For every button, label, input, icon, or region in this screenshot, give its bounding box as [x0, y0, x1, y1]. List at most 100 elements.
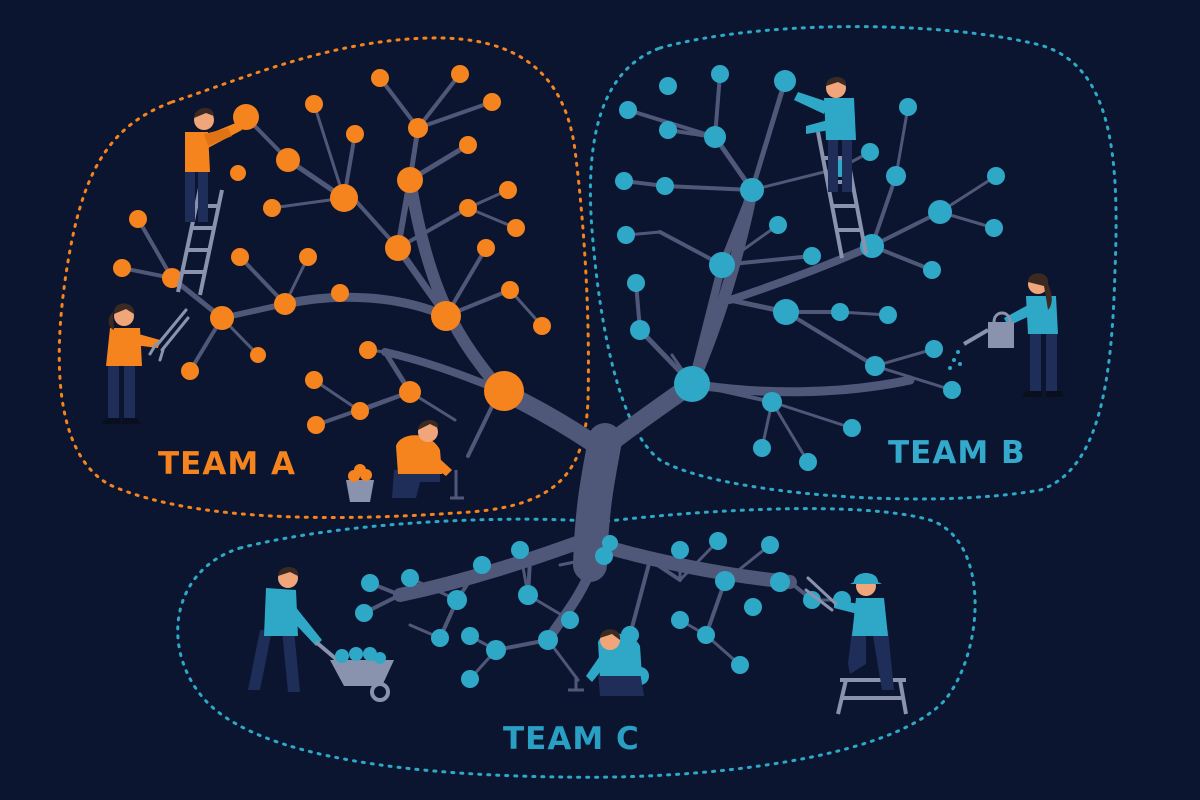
tree-twig	[628, 558, 652, 637]
tree-node-team-c	[744, 598, 762, 616]
tree-node-team-a	[263, 199, 281, 217]
tree-node-team-a	[231, 248, 249, 266]
tree-node-team-a	[331, 284, 349, 302]
tree-node-team-a	[129, 210, 147, 228]
tree-node-team-b	[925, 340, 943, 358]
tree-node-team-c	[715, 571, 735, 591]
tree-node-team-c	[486, 640, 506, 660]
tree-node-team-b	[704, 126, 726, 148]
tree-node-team-c	[401, 569, 419, 587]
team-a-zone-outline	[57, 36, 590, 519]
tree-node-team-b	[803, 247, 821, 265]
team-b-zone-outline	[588, 25, 1118, 501]
tree-node-team-a	[233, 104, 259, 130]
tree-twig	[873, 347, 936, 368]
tree-twig	[749, 78, 788, 193]
tree-node-team-a	[397, 167, 423, 193]
tree-node-team-a	[276, 148, 300, 172]
tree-node-team-a	[507, 219, 525, 237]
tree-twig	[678, 539, 720, 582]
limb-team-a-low	[381, 348, 504, 394]
tree-node-team-b	[943, 381, 961, 399]
tree-node-team-a	[299, 248, 317, 266]
tree-node-team-b	[899, 98, 917, 116]
tree-node-team-b	[656, 177, 674, 195]
tree-node-team-c	[602, 535, 618, 551]
person-with-wheelbarrow-team-c	[248, 567, 394, 702]
sapling-icon	[568, 676, 584, 692]
bucket-icon	[346, 464, 374, 502]
kneeling-person-team-a	[346, 419, 464, 502]
tree-twig	[312, 378, 362, 413]
tree-node-team-b	[630, 320, 650, 340]
tree-node-team-c	[538, 630, 558, 650]
tree-twig	[770, 400, 810, 464]
tree-node-team-a	[459, 136, 477, 154]
tree-node-team-c	[595, 547, 613, 565]
tree-node-team-a	[305, 95, 323, 113]
tree-node-team-c	[447, 590, 467, 610]
tree-node-team-a	[533, 317, 551, 335]
limb-team-b-mid	[726, 242, 876, 304]
tree-node-team-a	[499, 181, 517, 199]
tree-node-team-c	[561, 611, 579, 629]
tree-twig	[873, 364, 954, 392]
tree-node-team-a	[484, 371, 524, 411]
person-on-ladder-team-a	[176, 107, 242, 296]
tree-node-team-b	[773, 299, 799, 325]
tree-node-team-b	[923, 261, 941, 279]
tree-node-team-b	[879, 306, 897, 324]
tree-node-team-c	[709, 532, 727, 550]
tree-node-team-b	[617, 226, 635, 244]
tree-node-team-a	[181, 362, 199, 380]
step-stool-icon	[836, 678, 908, 715]
limb-team-b-right	[687, 375, 915, 397]
tree-twig	[870, 174, 898, 248]
tree-twig	[378, 76, 420, 130]
pruning-shears-icon	[804, 576, 838, 612]
tree-twig	[720, 254, 814, 267]
tree-node-team-b	[831, 303, 849, 321]
tree-node-team-c	[731, 656, 749, 674]
person-on-stool-team-c	[804, 573, 908, 715]
tree-twig	[416, 72, 462, 130]
team-b-label: TEAM B	[888, 435, 1026, 471]
tree-node-team-a	[501, 281, 519, 299]
person-watering-team-b	[948, 273, 1064, 397]
tree-node-team-a	[431, 301, 461, 331]
tree-node-team-b	[985, 219, 1003, 237]
tree-node-team-a	[113, 259, 131, 277]
tree-twig	[648, 558, 682, 582]
watering-can-icon	[948, 311, 1014, 370]
tree-twig	[396, 206, 470, 250]
tree-node-team-b	[615, 172, 633, 190]
tree-node-team-a	[408, 118, 428, 138]
tree-twig	[894, 105, 910, 178]
root-team-c-left	[393, 533, 592, 602]
tree-node-team-c	[431, 629, 449, 647]
tree-node-team-b	[774, 70, 796, 92]
tree-node-team-a	[399, 381, 421, 403]
tree-node-team-a	[351, 402, 369, 420]
tree-node-team-a	[307, 416, 325, 434]
tree-twig	[870, 210, 942, 248]
tree-twig	[718, 186, 756, 269]
tree-node-team-b	[799, 453, 817, 471]
tree-node-team-b	[753, 439, 771, 457]
tree-node-team-a	[477, 239, 495, 257]
tree-node-team-a	[210, 306, 234, 330]
sapling-icon	[450, 470, 464, 500]
tree-node-team-a	[305, 371, 323, 389]
tree-node-team-c	[761, 536, 779, 554]
tree-node-team-b	[627, 274, 645, 292]
tree-node-team-c	[803, 591, 821, 609]
tree-twig	[312, 102, 346, 200]
person-on-ladder-team-b	[794, 77, 868, 259]
tree-node-team-b	[928, 200, 952, 224]
root-team-c-right	[593, 538, 797, 589]
tree-node-team-a	[330, 184, 358, 212]
tree-twig	[663, 184, 754, 192]
tree-node-team-a	[371, 69, 389, 87]
tree-twig	[416, 100, 494, 130]
